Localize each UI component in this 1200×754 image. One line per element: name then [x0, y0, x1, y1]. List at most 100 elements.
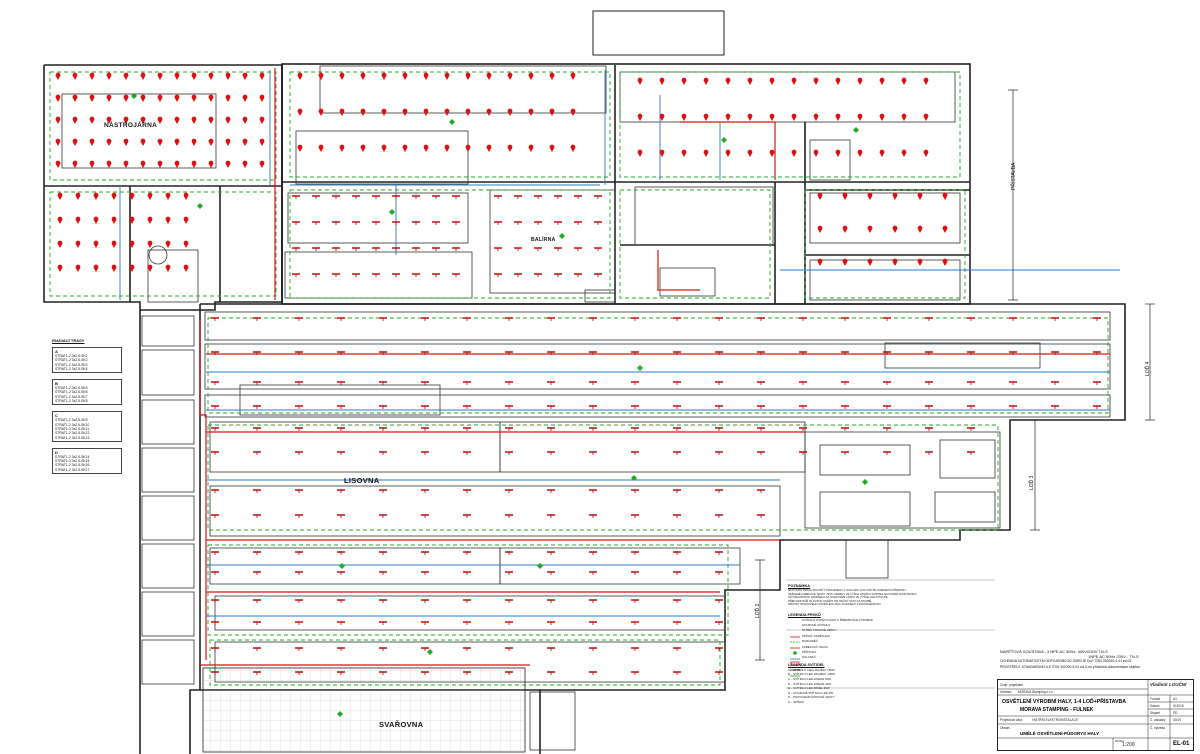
luminaire-pin	[297, 108, 303, 116]
circuit-row: STRAT1-2 3x2,5-SK16	[55, 463, 90, 468]
luminaire-pin	[57, 192, 63, 200]
luminaire-pin	[174, 94, 180, 102]
circuit-row: STRAT1-2 3x2,5-SK2	[55, 358, 88, 363]
luminaire-pin	[123, 160, 129, 168]
luminaire-pin	[165, 192, 171, 200]
luminaire-pin	[140, 160, 146, 168]
luminaire-pin	[55, 160, 61, 168]
luminaire-pin	[507, 108, 513, 116]
luminaire-pin	[817, 225, 823, 233]
luminaire-pin	[637, 77, 643, 85]
luminaire-pin	[747, 113, 753, 121]
luminaire-pin	[183, 240, 189, 248]
luminaire-pin	[360, 144, 366, 152]
circuit-row: STRAT1-2 3x2,5-SK9	[55, 418, 88, 423]
luminaire-pin	[106, 160, 112, 168]
luminaire-pin	[191, 72, 197, 80]
luminaire-pin	[318, 72, 324, 80]
luminaire-marks	[55, 72, 1101, 717]
circuit-row: STRAT1-2 3x2,5-SK15	[55, 459, 90, 464]
luminaire-pin	[55, 94, 61, 102]
luminaire-pin	[867, 258, 873, 266]
emergency-luminaire	[131, 93, 137, 99]
luminaire-pin	[318, 108, 324, 116]
luminaire-pin	[208, 94, 214, 102]
luminaire-pin	[183, 192, 189, 200]
luminaire-pin	[791, 77, 797, 85]
luminaire-pin	[106, 94, 112, 102]
legend-item: ŠTÍTEK ÚNIKOVÉ CESTY	[802, 628, 837, 633]
luminaire-pin	[140, 138, 146, 146]
legend-item: PŘÍPOJKA	[802, 649, 817, 654]
legend-list: SVÍTIDLO OSVĚTLOVACÍ S ŘÍZENÍM DLE VÝROB…	[788, 618, 993, 661]
luminaire-pin	[55, 116, 61, 124]
luminaire-pin	[339, 108, 345, 116]
luminaire-pin	[225, 72, 231, 80]
room-label-svarovna: SVAŘOVNA	[379, 720, 424, 729]
date-label: Datum	[1150, 704, 1160, 708]
luminaire-pin	[191, 94, 197, 102]
axis-label-pristavba: PŘÍSTAVBA	[1011, 162, 1017, 190]
luminaire-pin	[129, 264, 135, 272]
fixtures-heading: LEGENDA SVÍTIDEL	[788, 662, 825, 667]
designer-label: Zodp. projektant	[1000, 683, 1024, 687]
luminaire-pin	[55, 72, 61, 80]
project-part-label: Projektová část:	[1000, 718, 1023, 722]
luminaire-pin	[813, 113, 819, 121]
luminaire-pin	[111, 216, 117, 224]
luminaire-pin	[402, 144, 408, 152]
emergency-luminaire	[721, 137, 727, 143]
fixture-item: B – SVÍTIDLO LED-HIGHBAY 100W	[788, 672, 835, 677]
luminaire-pin	[402, 72, 408, 80]
note-line: SVÍTIDLA BUDOU ZAVĚŠENA NA OCELOVÉM LANK…	[788, 596, 889, 599]
emergency-luminaire	[449, 119, 455, 125]
luminaire-pin	[57, 216, 63, 224]
note-line: MONTÁŽNÍ PRÁCE MUSÍ BÝT PROVEDENY V SOUL…	[788, 589, 907, 592]
luminaire-pin	[174, 116, 180, 124]
luminaire-pin	[570, 108, 576, 116]
luminaire-pin	[528, 108, 534, 116]
title-block-grid	[998, 680, 1193, 750]
luminaire-pin	[549, 144, 555, 152]
circuit-row: STRAT1-2 3x2,5-SK8	[55, 399, 88, 404]
luminaire-pin	[297, 72, 303, 80]
luminaire-pin	[892, 192, 898, 200]
emergency-luminaire	[427, 649, 433, 655]
luminaire-pin	[89, 138, 95, 146]
luminaire-pin	[923, 77, 929, 85]
luminaire-pin	[259, 160, 265, 168]
luminaire-pin	[72, 94, 78, 102]
luminaire-pin	[123, 94, 129, 102]
luminaire-pin	[140, 94, 146, 102]
luminaire-pin	[89, 94, 95, 102]
supply-line: NAPĚŤOVÁ SOUSTAVA : 3 NPE AC 50Hz, 400V/…	[1000, 649, 1108, 654]
luminaire-pin	[165, 216, 171, 224]
luminaire-pin	[791, 113, 797, 121]
luminaire-pin	[72, 72, 78, 80]
luminaire-pin	[157, 72, 163, 80]
stage-label: Stupeň	[1150, 711, 1161, 715]
luminaire-pin	[549, 72, 555, 80]
emergency-luminaire	[853, 127, 859, 133]
luminaire-pin	[147, 240, 153, 248]
luminaire-pin	[659, 113, 665, 121]
axis-label-lod3: LOĎ 3	[1029, 475, 1035, 490]
circuit-group: B STRAT1-2 3x2,5-SK5 STRAT1-2 3x2,5-SK6 …	[52, 379, 122, 406]
luminaire-pin	[93, 240, 99, 248]
luminaire-pin	[817, 258, 823, 266]
circuit-group-name: D	[55, 449, 58, 455]
luminaire-pin	[208, 72, 214, 80]
luminaire-pin	[75, 192, 81, 200]
circuit-group: A STRAT1-2 3x2,5-SK1 STRAT1-2 3x2,5-SK2 …	[52, 347, 122, 374]
luminaire-pin	[659, 77, 665, 85]
luminaire-pin	[183, 264, 189, 272]
luminaire-pin	[507, 144, 513, 152]
circuit-row: STRAT1-2 3x2,5-SK6	[55, 390, 88, 395]
luminaire-pin	[72, 116, 78, 124]
room-label-balirna: BALÍRNA	[531, 237, 556, 243]
emergency-luminaire	[631, 475, 637, 481]
luminaire-pin	[842, 192, 848, 200]
luminaire-pin	[549, 108, 555, 116]
emergency-luminaire	[537, 563, 543, 569]
luminaire-pin	[528, 144, 534, 152]
